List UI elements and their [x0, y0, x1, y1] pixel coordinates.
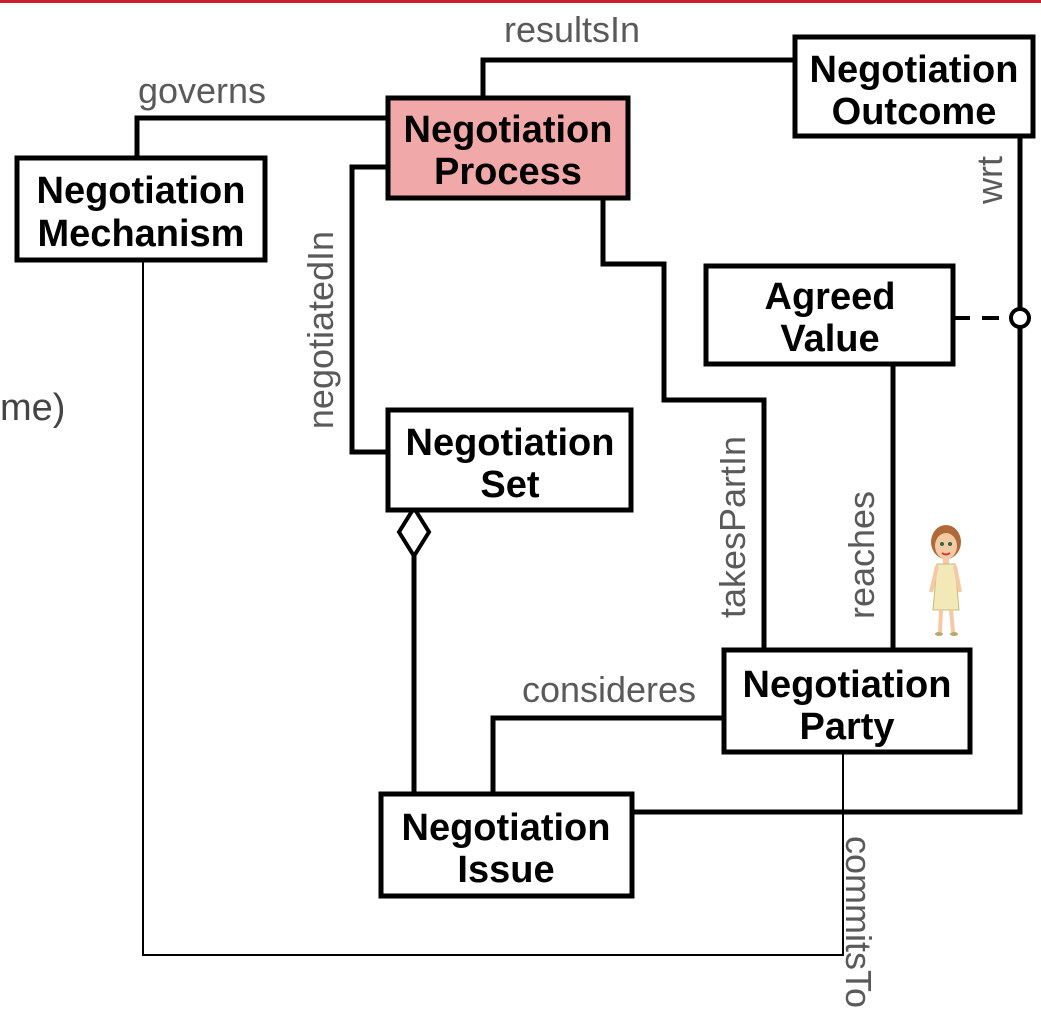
- box-label-line2: Party: [799, 706, 894, 748]
- box-label-line1: Negotiation: [406, 422, 615, 464]
- woman-figure-icon: [929, 525, 962, 636]
- edge-takes-part-in: [600, 198, 767, 650]
- box-label-line1: Negotiation: [402, 807, 611, 849]
- box-label-line1: Agreed: [765, 276, 896, 318]
- box-negotiation-party[interactable]: Negotiation Party: [721, 647, 973, 755]
- box-negotiation-issue[interactable]: Negotiation Issue: [378, 791, 635, 899]
- box-agreed-value[interactable]: Agreed Value: [703, 263, 956, 367]
- edge-results-in: [480, 57, 795, 98]
- box-label-line2: Set: [480, 464, 539, 506]
- box-label-line2: Value: [780, 318, 879, 360]
- box-label-line1: Negotiation: [810, 49, 1019, 91]
- label-results-in: resultsIn: [504, 9, 640, 50]
- edge-consideres: [490, 715, 724, 794]
- box-negotiation-mechanism[interactable]: Negotiation Mechanism: [14, 155, 268, 263]
- box-negotiation-process[interactable]: Negotiation Process: [385, 95, 631, 201]
- box-label-line1: Negotiation: [743, 664, 952, 706]
- label-negotiated-in: negotiatedIn: [300, 231, 341, 429]
- edge-governs: [134, 115, 388, 158]
- left-text-fragment: me): [0, 387, 65, 429]
- box-label-line2: Process: [434, 151, 582, 193]
- label-governs: governs: [138, 70, 266, 111]
- diamond-icon: [396, 504, 432, 560]
- box-label-line2: Mechanism: [38, 213, 245, 255]
- edge-wrt: [632, 136, 1023, 815]
- label-reaches: reaches: [841, 491, 882, 619]
- edge-commits-to: [142, 260, 844, 956]
- box-label-line2: Issue: [457, 849, 554, 891]
- box-negotiation-set[interactable]: Negotiation Set: [385, 407, 634, 513]
- top-accent-rule: [0, 0, 1041, 3]
- label-consideres: consideres: [522, 669, 696, 710]
- box-negotiation-outcome[interactable]: Negotiation Outcome: [792, 34, 1036, 139]
- box-label-line1: Negotiation: [37, 170, 246, 212]
- label-takes-part-in: takesPartIn: [712, 436, 753, 618]
- label-wrt: wrt: [969, 156, 1010, 205]
- label-commits-to: commitsTo: [838, 836, 879, 1008]
- box-label-line2: Outcome: [832, 91, 997, 133]
- circle-icon: [1009, 307, 1031, 329]
- box-label-line1: Negotiation: [404, 109, 613, 151]
- edge-negotiated-in: [349, 164, 388, 455]
